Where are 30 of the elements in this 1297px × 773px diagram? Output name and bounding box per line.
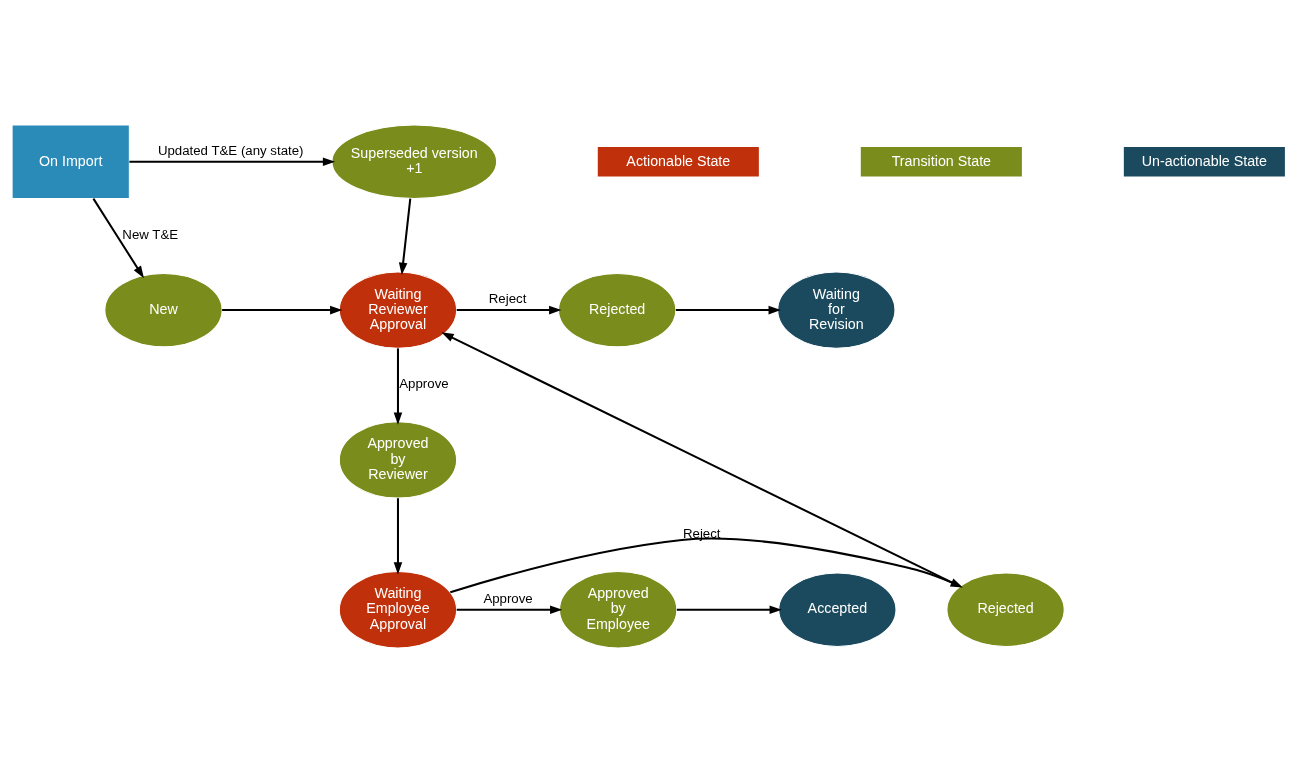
node-ellipse: Superseded version +1 bbox=[331, 124, 498, 199]
node-ellipse: Waiting for Revision bbox=[777, 271, 896, 349]
node-ellipse: Waiting Employee Approval bbox=[338, 571, 458, 649]
node-ellipse: Rejected bbox=[558, 272, 677, 348]
edge-label: Approve bbox=[483, 590, 533, 606]
node-box: On Import bbox=[11, 124, 130, 199]
arrow bbox=[456, 305, 562, 315]
arrow bbox=[92, 198, 144, 279]
arrow bbox=[675, 305, 781, 315]
legend-label: Transition State bbox=[891, 152, 992, 169]
arrow bbox=[398, 198, 412, 275]
legend-label: Un-actionable State bbox=[1141, 152, 1268, 169]
arrow bbox=[129, 157, 336, 167]
node-ellipse: Approved by Reviewer bbox=[338, 421, 458, 499]
edge-label: Reject bbox=[682, 526, 721, 542]
arrow bbox=[393, 498, 403, 575]
edge-label: New T&E bbox=[122, 226, 179, 242]
edge-label: Reject bbox=[488, 291, 527, 307]
legend-label: Actionable State bbox=[626, 152, 731, 169]
node-ellipse: Approved by Employee bbox=[559, 571, 678, 649]
arrow bbox=[676, 605, 782, 614]
arrow bbox=[456, 605, 563, 614]
node-ellipse: New bbox=[104, 272, 223, 348]
arrow bbox=[441, 332, 961, 588]
arrow bbox=[222, 305, 343, 315]
node-ellipse: Accepted bbox=[778, 572, 897, 647]
arrow bbox=[393, 348, 403, 425]
arrow bbox=[450, 537, 963, 594]
edge-label: Approve bbox=[399, 376, 449, 392]
edge-label: Updated T&E (any state) bbox=[157, 143, 304, 159]
